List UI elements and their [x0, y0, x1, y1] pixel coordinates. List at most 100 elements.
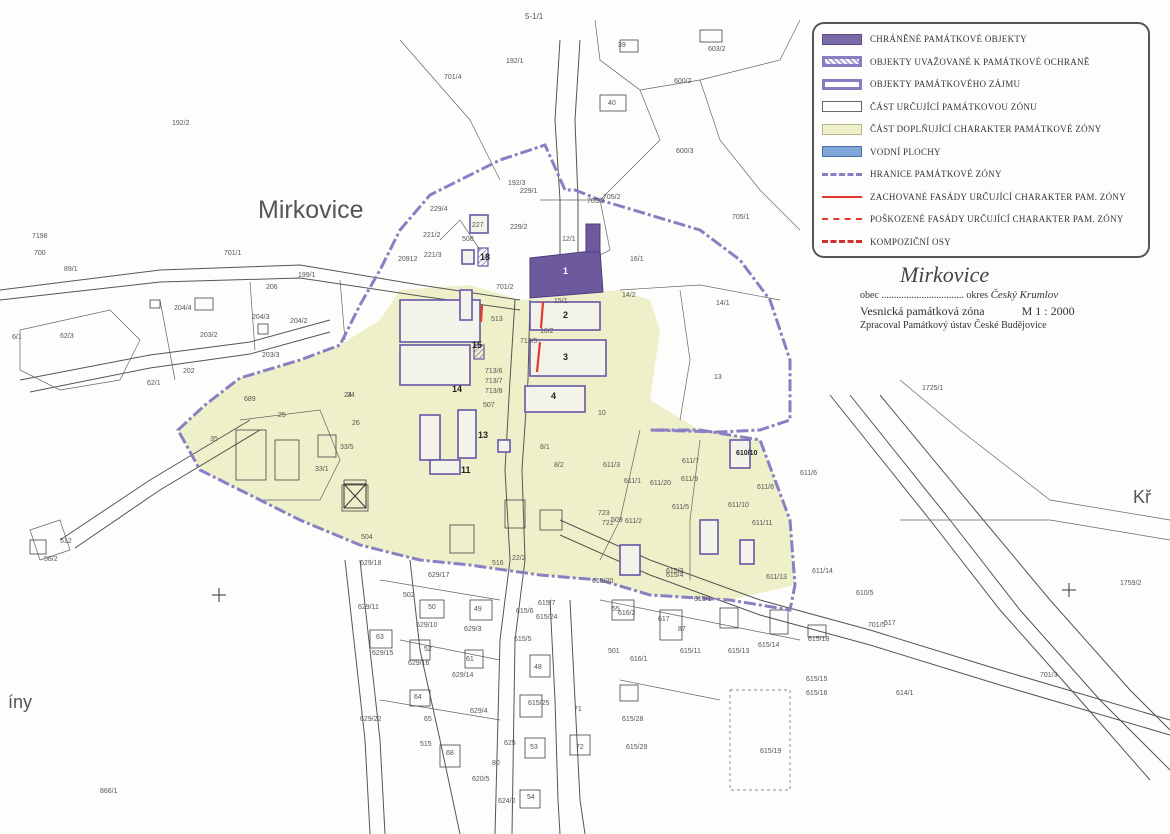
parcel-number: 24 [344, 392, 352, 399]
parcel-number: 39 [618, 42, 626, 49]
parcel-number: 54 [527, 794, 535, 801]
parcel-number: 52 [424, 646, 432, 653]
legend-text: OBJEKTY PAMÁTKOVÉHO ZÁJMU [870, 79, 1021, 89]
parcel-number: 620/5 [472, 776, 490, 783]
legend-text: ZACHOVANÉ FASÁDY URČUJÍCÍ CHARAKTER PAM.… [870, 191, 1127, 202]
cross-symbol [343, 483, 367, 509]
parcel-number: 509 [611, 517, 623, 524]
building-number: 3 [563, 352, 569, 362]
parcel-number: 701/1 [224, 250, 242, 257]
parcel-number: 61 [466, 656, 474, 663]
legend-item: HRANICE PAMÁTKOVÉ ZÓNY [822, 167, 1002, 181]
edge-label-left: íny [8, 692, 33, 712]
zone-fill-area [178, 285, 795, 600]
parcel-number: 515 [420, 741, 432, 748]
parcel-number: 72 [576, 744, 584, 751]
parcel-number: 624/2 [498, 798, 516, 805]
parcel-number: 229/1 [520, 188, 538, 195]
legend-symbol [822, 101, 862, 112]
parcel-number: 24 [347, 392, 355, 399]
parcel-number: 501 [608, 648, 620, 655]
parcel-number: 62/3 [60, 333, 74, 340]
legend-symbol [822, 33, 862, 45]
title-block: Mirkovice obec .........................… [860, 262, 1110, 342]
parcel-number: 80 [492, 760, 500, 767]
legend-item: OBJEKTY UVAŽOVANÉ K PAMÁTKOVÉ OCHRANĚ [822, 55, 1090, 69]
parcel-number: 8/2 [554, 462, 564, 469]
parcel-number: 701/3 [1040, 672, 1058, 679]
legend-text: CHRÁNĚNÉ PAMÁTKOVÉ OBJEKTY [870, 34, 1027, 44]
parcel-number: 611/5 [672, 504, 689, 511]
parcel-number: 12/1 [562, 236, 576, 243]
zone-line: Vesnická památková zóna M 1 : 2000 [860, 304, 1075, 319]
parcel-number: 53 [530, 744, 538, 751]
parcel-number: 615/7 [538, 600, 556, 607]
parcel-number: 192/3 [508, 180, 526, 187]
map-legend: CHRÁNĚNÉ PAMÁTKOVÉ OBJEKTY OBJEKTY UVAŽOV… [812, 22, 1150, 258]
zone-label: Vesnická památková zóna [860, 304, 985, 318]
preserved-facades [479, 301, 545, 373]
parcel-number: 629/11 [358, 604, 379, 611]
parcel-number: 203/3 [262, 352, 280, 359]
legend-symbol [822, 172, 862, 176]
obec-dots: ................................. [881, 290, 967, 301]
parcel-number: 866/1 [100, 788, 118, 795]
legend-symbol [822, 146, 862, 157]
obec-label: obec [860, 290, 879, 301]
parcel-number: 611/1 [624, 478, 641, 485]
legend-symbol [822, 195, 862, 198]
legend-text: KOMPOZIČNÍ OSY [870, 236, 951, 247]
building-number: 15 [472, 340, 483, 350]
parcel-number: 615/16 [806, 690, 828, 697]
parcel-number: 35 [210, 436, 218, 443]
building-number: 2 [563, 310, 569, 320]
parcel-number: 615/6 [516, 608, 534, 615]
parcel-number: 629/4 [470, 708, 488, 715]
parcel-number: 611/10 [728, 502, 749, 509]
legend-item: OBJEKTY PAMÁTKOVÉHO ZÁJMU [822, 77, 1020, 91]
parcel-number: 713/6 [485, 368, 503, 375]
parcel-number: 701/5 [868, 622, 886, 629]
building-number: 14 [452, 384, 463, 394]
legend-text: OBJEKTY UVAŽOVANÉ K PAMÁTKOVÉ OCHRANĚ [870, 56, 1090, 67]
parcel-number: 701/2 [496, 284, 514, 291]
parcel-number: 49 [474, 606, 482, 613]
parcel-number: 615/28 [622, 716, 644, 723]
parcel-number: 611/11 [752, 520, 773, 527]
parcel-number: 229/4 [430, 206, 448, 213]
parcel-number: 610/10 [736, 450, 758, 457]
legend-symbol [822, 218, 862, 220]
parcel-number: 629/22 [360, 716, 382, 723]
parcel-number: 516 [492, 560, 504, 567]
parcel-number: 629/17 [428, 572, 450, 579]
parcel-number: 611/14 [812, 568, 833, 575]
parcel-number: 723 [598, 510, 610, 517]
legend-item: VODNÍ PLOCHY [822, 145, 941, 159]
parcel-number: 71 [574, 706, 582, 713]
parcel-number: 14/2 [622, 292, 636, 299]
parcel-number: 50 [428, 604, 436, 611]
parcel-number: 48 [534, 664, 542, 671]
legend-item: ČÁST DOPLŇUJÍCÍ CHARAKTER PAMÁTKOVÉ ZÓNY [822, 122, 1102, 136]
author-line: Zpracoval Památkový ústav České Budějovi… [860, 320, 1047, 331]
parcel-number: 221/3 [424, 252, 442, 259]
parcel-number: 517 [884, 620, 896, 627]
parcel-number: 629/18 [360, 560, 382, 567]
parcel-number: 16/1 [630, 256, 644, 263]
parcel-number: 629/15 [372, 650, 394, 657]
parcel-number: 700 [34, 250, 46, 257]
parcel-number: 611/9 [681, 476, 698, 483]
legend-symbol [822, 123, 862, 135]
building-number: 11 [461, 465, 471, 475]
parcel-number: 65 [424, 716, 432, 723]
parcel-number: 629/3 [464, 626, 482, 633]
parcel-number: 615/13 [728, 648, 750, 655]
parcel-number: 713/7 [485, 378, 503, 385]
parcel-number: 603/2 [708, 46, 726, 53]
parcel-number: 25 [278, 412, 286, 419]
building-outlines [399, 214, 755, 576]
parcel-number: 705/1 [732, 214, 750, 221]
parcel-number: 600/3 [676, 148, 694, 155]
okres-value: Český Krumlov [990, 289, 1059, 301]
